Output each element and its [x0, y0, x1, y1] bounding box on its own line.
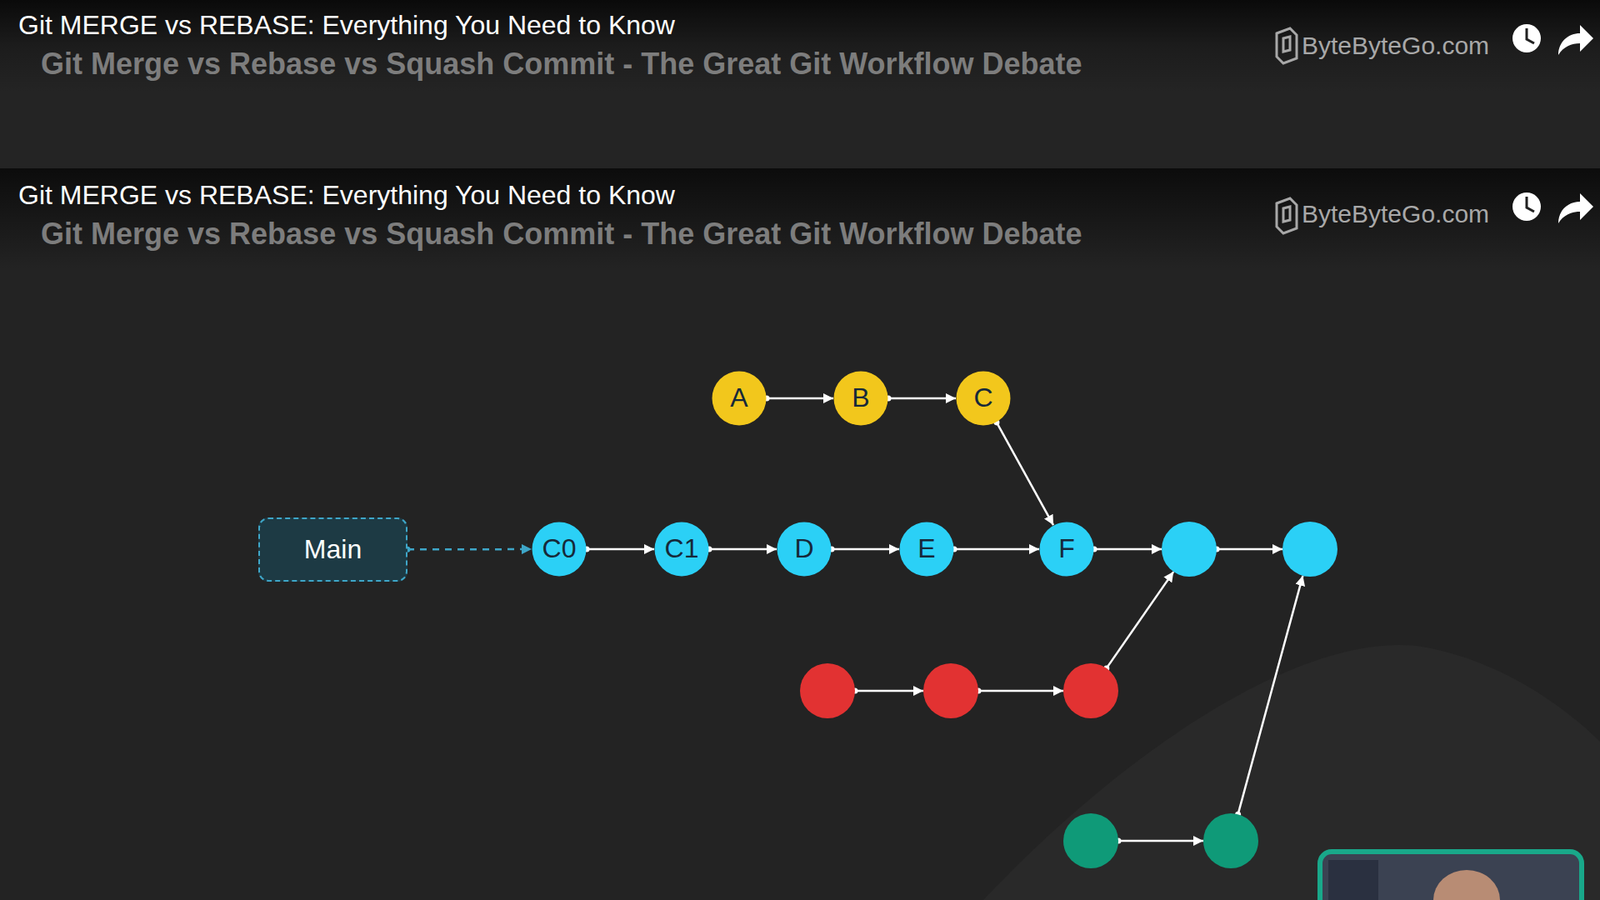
top-strip-shade [0, 0, 1600, 92]
arrow-start-dots [852, 546, 1242, 845]
circle-fill [712, 371, 767, 426]
share-icon [1558, 25, 1594, 55]
circle-fill [532, 522, 587, 577]
node-label: C1 [665, 534, 700, 564]
share-icon [1558, 193, 1594, 224]
slide-title: Git Merge vs Rebase vs Squash Commit - T… [40, 216, 1083, 251]
circle-fill [900, 522, 955, 577]
circle-fill [834, 371, 889, 426]
circle-fill [956, 371, 1011, 426]
connector-line [709, 548, 777, 551]
node-label: C [973, 383, 993, 413]
commit-circles [800, 521, 1338, 869]
commit-circle: C1 [654, 521, 710, 577]
watermark: ByteByteGo.com [1301, 200, 1490, 230]
node-label: B [851, 383, 870, 413]
circle-fill [655, 522, 710, 577]
connector-line [996, 422, 1054, 525]
clock-icon [1512, 192, 1541, 221]
video-title: Git MERGE vs REBASE: Everything You Need… [18, 180, 675, 211]
commit-circle: D [776, 521, 832, 577]
node-label: D [794, 534, 814, 564]
commit-arrow [885, 395, 957, 402]
commit-circle: E [899, 521, 955, 577]
commit-arrow [993, 419, 1054, 525]
commit-circle: F [1039, 521, 1095, 577]
node-label: E [917, 534, 935, 564]
connector-line [766, 397, 834, 400]
commit-arrow [764, 395, 835, 402]
logo-icon [1276, 28, 1297, 64]
frame-ground [0, 168, 1600, 900]
node-label: C0 [542, 534, 577, 564]
commit-circle: A [711, 370, 767, 426]
webcam-inset [1320, 851, 1582, 900]
connector-line [888, 397, 956, 400]
commit-arrow [584, 546, 655, 553]
circle-fill [777, 522, 832, 577]
commit-arrow [829, 546, 900, 553]
commit-arrow [951, 546, 1040, 553]
commit-arrow [405, 546, 533, 553]
commit-circle: B [833, 370, 889, 426]
connector-line [586, 548, 655, 551]
logo-icon [1276, 198, 1297, 234]
node-label: Main [304, 535, 362, 565]
frame-shade [0, 168, 1600, 269]
commit-circle: C [955, 370, 1011, 426]
connector-line [831, 548, 900, 551]
connector-line [954, 548, 1040, 551]
node-label: F [1058, 534, 1075, 564]
commit-arrows [855, 549, 1303, 841]
commit-circle: C0 [531, 521, 587, 577]
clock-icon [1512, 24, 1541, 53]
branch-box: Main [258, 517, 408, 582]
watermark: ByteByteGo.com [1301, 31, 1490, 61]
commit-arrow [706, 546, 778, 553]
connector-line [407, 548, 532, 551]
circle-fill [1040, 522, 1095, 577]
node-label: A [730, 383, 748, 413]
slide-title: Git Merge vs Rebase vs Squash Commit - T… [40, 46, 1083, 81]
video-title: Git MERGE vs REBASE: Everything You Need… [18, 10, 675, 41]
top-strip [0, 0, 1600, 169]
